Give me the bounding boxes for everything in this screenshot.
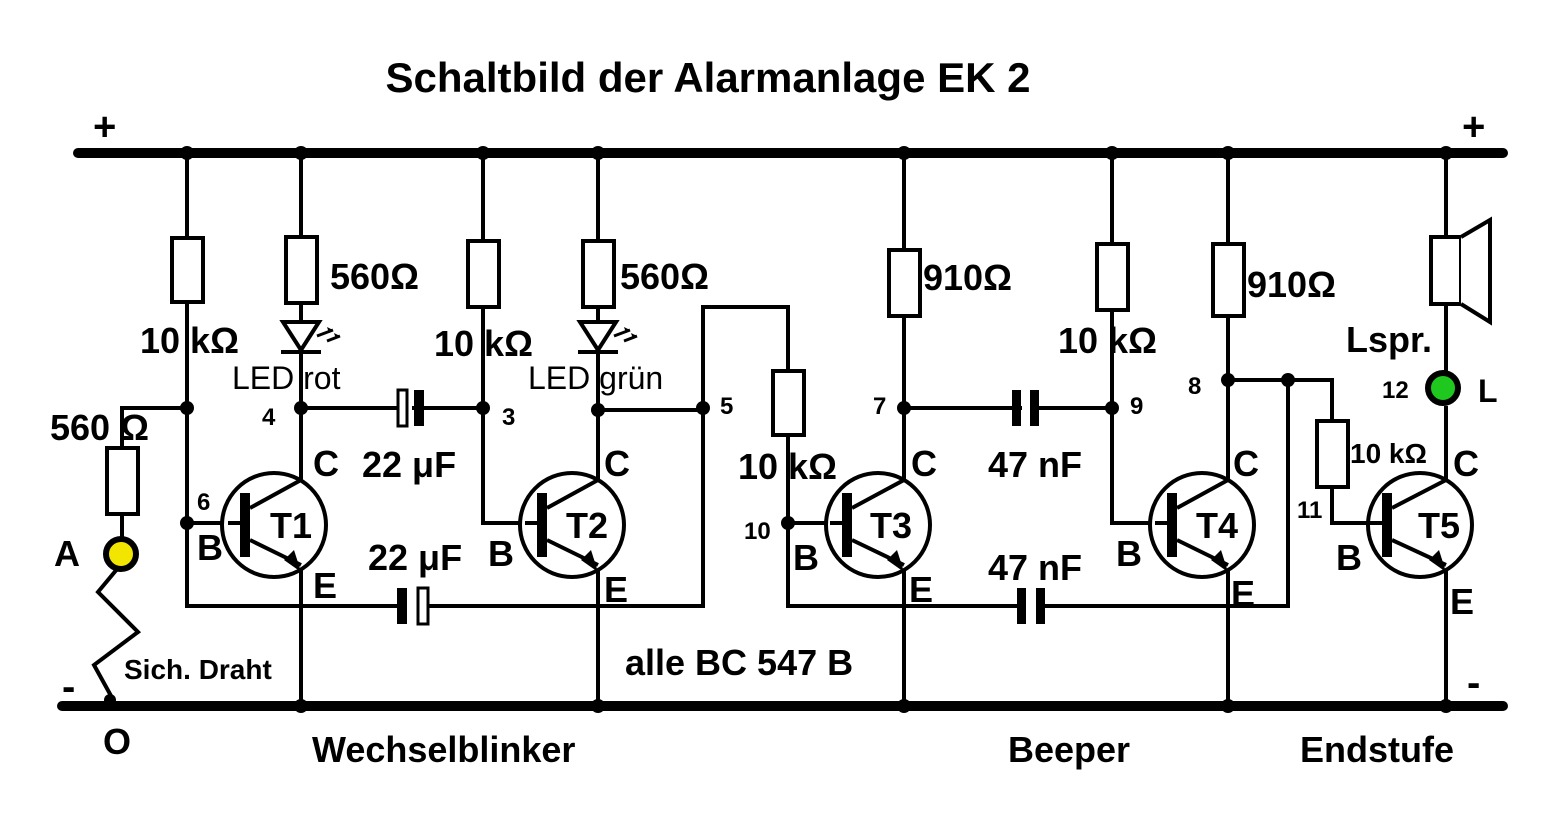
label-r3: 10 kΩ (434, 323, 533, 364)
transistor-t1-icon (220, 471, 328, 579)
label-r7: 10 kΩ (1058, 320, 1157, 361)
t2-collector: C (604, 443, 630, 484)
capacitor-47nf-bottom (1017, 588, 1045, 624)
resistor-10k-2 (466, 239, 501, 309)
t4-base: B (1116, 533, 1142, 574)
label-c4: 47 nF (988, 547, 1082, 588)
label-c3: 47 nF (988, 444, 1082, 485)
label-r9: 10 kΩ (1350, 438, 1427, 469)
transistor-t5-icon (1366, 471, 1474, 579)
terminal-a-label: A (54, 533, 80, 574)
resistor-560-led-red (284, 235, 319, 305)
plus-label-right: + (1462, 105, 1485, 149)
wire-label: Sich. Draht (124, 654, 272, 685)
label-r1: 10 kΩ (140, 320, 239, 361)
resistor-560-input (105, 446, 140, 516)
minus-label-right: - (1467, 661, 1480, 705)
node-3: 3 (502, 404, 515, 431)
section-beeper: Beeper (1008, 729, 1130, 770)
transistor-t4-icon (1148, 471, 1256, 579)
minus-label-left: - (62, 665, 75, 709)
node-8: 8 (1188, 373, 1201, 400)
t5-collector: C (1453, 443, 1479, 484)
capacitor-47nf-top (1012, 390, 1039, 426)
t1-collector: C (313, 443, 339, 484)
t1-name: T1 (270, 505, 312, 546)
label-led-red: LED rot (232, 360, 341, 396)
t3-base: B (793, 537, 819, 578)
speaker-icon (1429, 216, 1492, 326)
t2-emitter: E (604, 569, 628, 610)
t2-name: T2 (566, 505, 608, 546)
label-c1: 22 μF (362, 444, 456, 485)
label-r4: 560Ω (620, 256, 709, 297)
resistor-10k-1 (170, 236, 205, 304)
capacitor-22uf-top (396, 388, 424, 428)
resistor-560-led-green (581, 239, 616, 309)
t3-collector: C (911, 443, 937, 484)
resistor-10k-4 (1095, 242, 1130, 312)
t5-base: B (1336, 537, 1362, 578)
label-r5: 10 kΩ (738, 446, 837, 487)
t1-base: B (197, 527, 223, 568)
t4-name: T4 (1196, 505, 1238, 546)
speaker-label: Lspr. (1346, 319, 1432, 360)
node-4: 4 (262, 404, 276, 431)
transistor-t2-icon (518, 471, 626, 579)
t5-name: T5 (1418, 505, 1460, 546)
wiring (91, 151, 1448, 708)
t2-base: B (488, 533, 514, 574)
node-11: 11 (1297, 497, 1322, 524)
node-5: 5 (720, 393, 733, 420)
t3-emitter: E (909, 569, 933, 610)
label-r-input: 560 Ω (50, 407, 149, 448)
transistor-note: alle BC 547 B (625, 642, 853, 683)
node-10: 10 (744, 518, 771, 545)
capacitor-22uf-bottom (397, 586, 430, 626)
label-r6: 910Ω (923, 257, 1012, 298)
label-r8: 910Ω (1247, 264, 1336, 305)
node-12: 12 (1382, 377, 1409, 404)
terminal-a-point (103, 536, 139, 572)
resistor-10k-3 (771, 369, 806, 437)
resistor-10k-5 (1315, 419, 1350, 489)
t4-emitter: E (1231, 573, 1255, 614)
diagram-title: Schaltbild der Alarmanlage EK 2 (386, 54, 1031, 101)
terminal-l-point (1425, 370, 1461, 406)
terminal-o-point (104, 694, 116, 706)
node-6: 6 (197, 489, 210, 516)
terminal-o-label: O (103, 721, 131, 762)
t4-collector: C (1233, 443, 1259, 484)
t5-emitter: E (1450, 581, 1474, 622)
led-red-icon (279, 320, 341, 354)
label-r2: 560Ω (330, 256, 419, 297)
plus-label-left: + (93, 105, 116, 149)
node-9: 9 (1130, 393, 1143, 420)
label-led-green: LED grün (528, 360, 663, 396)
transistor-t3-icon (824, 471, 932, 579)
t1-emitter: E (313, 565, 337, 606)
junction-dots (180, 146, 1453, 713)
section-wechselblinker: Wechselblinker (312, 729, 575, 770)
terminal-l-label: L (1478, 373, 1498, 409)
resistor-910-2 (1211, 242, 1246, 318)
led-green-icon (576, 320, 638, 354)
node-7: 7 (873, 393, 886, 420)
section-endstufe: Endstufe (1300, 729, 1454, 770)
label-c2: 22 μF (368, 537, 462, 578)
resistor-910-1 (887, 248, 922, 318)
t3-name: T3 (870, 505, 912, 546)
